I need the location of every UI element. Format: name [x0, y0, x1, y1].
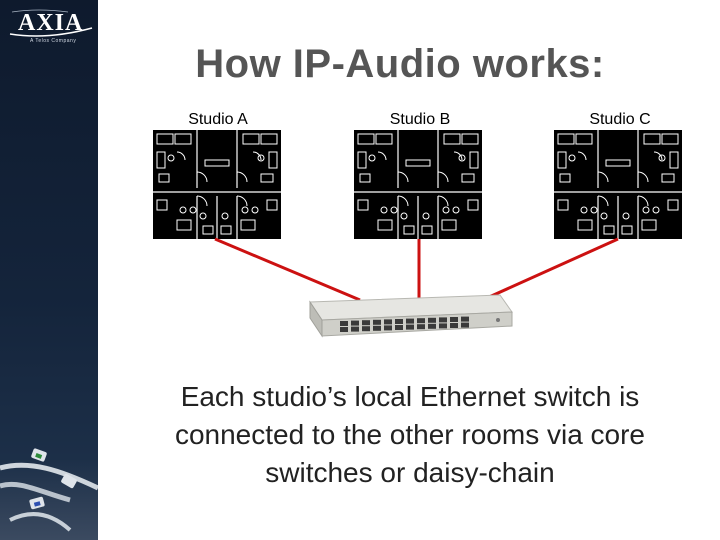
link-studio-c	[477, 237, 619, 304]
logo-swoosh-icon	[9, 9, 93, 37]
logo-text: AXIA	[18, 10, 84, 36]
studio-a-floorplan	[153, 130, 281, 239]
network-cables-icon	[0, 448, 98, 532]
sidebar-panel: AXIA A Telos Company	[0, 0, 98, 540]
caption-line-1: Each studio’s local Ethernet switch is	[180, 381, 640, 412]
link-studio-a	[214, 237, 361, 302]
page-title: How IP-Audio works:	[195, 42, 605, 86]
caption-line-3: switches or daisy-chain	[265, 457, 555, 488]
studio-a-label: Studio A	[188, 111, 248, 128]
switch-ports	[340, 316, 469, 332]
studio-b-floorplan	[354, 130, 482, 239]
caption-text: Each studio’s local Ethernet switch is c…	[130, 378, 690, 492]
caption-line-2: connected to the other rooms via core	[174, 419, 646, 450]
logo-subtext: A Telos Company	[30, 38, 77, 44]
ethernet-switch-icon	[309, 294, 513, 338]
studio-c-floorplan	[554, 130, 682, 239]
axia-logo: AXIA A Telos Company	[8, 6, 94, 46]
studio-b-label: Studio B	[389, 111, 451, 128]
studio-c-label: Studio C	[589, 111, 651, 128]
